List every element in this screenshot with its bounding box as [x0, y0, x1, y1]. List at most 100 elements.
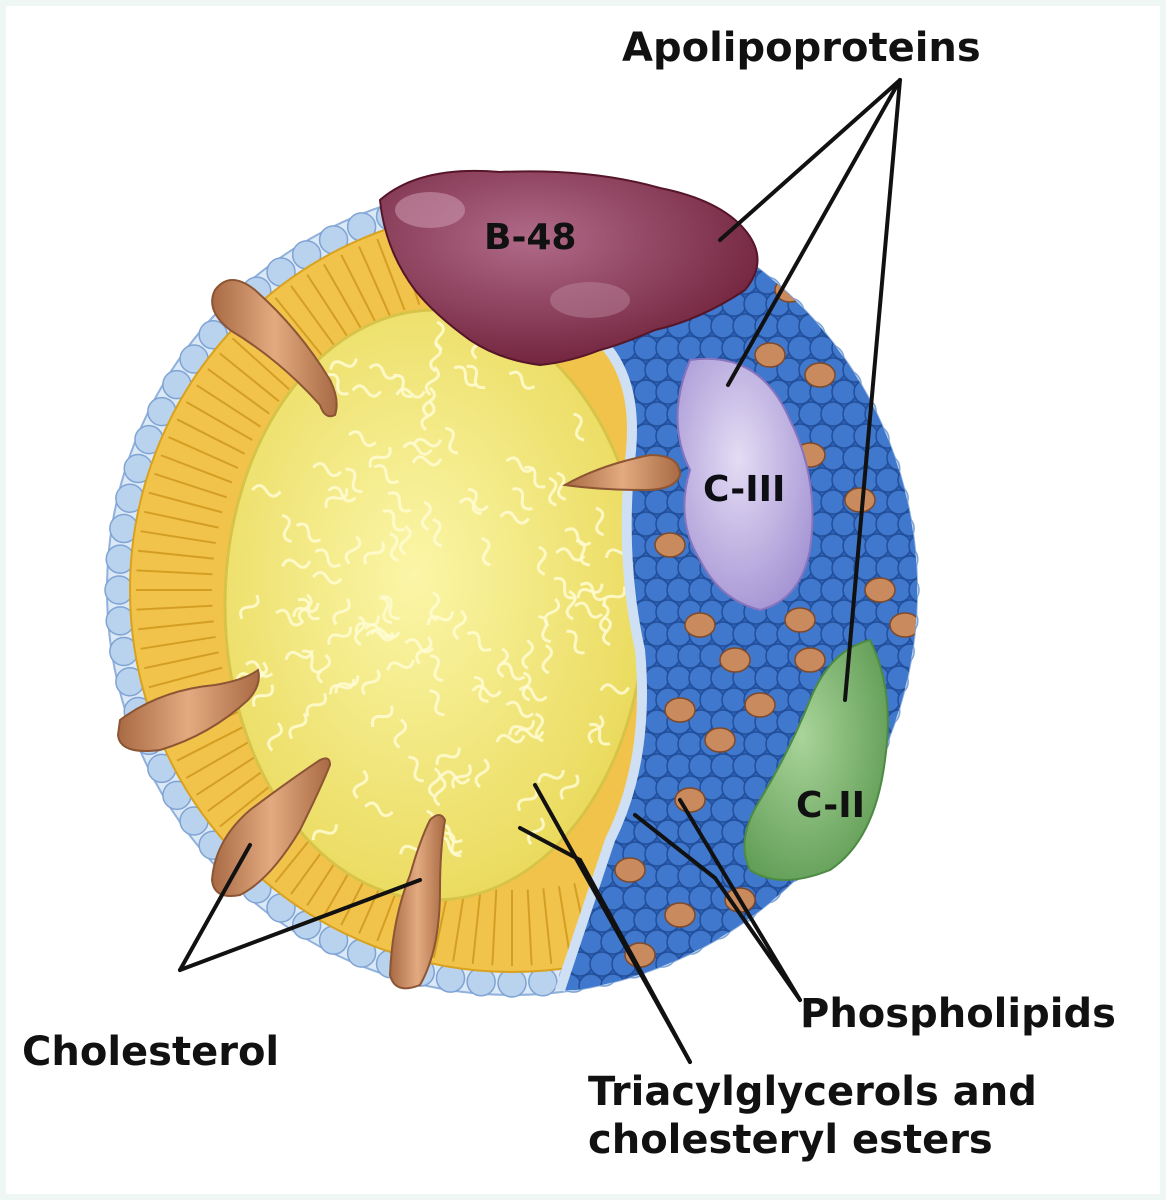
core-molecule	[444, 426, 459, 455]
core-molecule	[408, 755, 424, 783]
surface-head	[964, 864, 988, 888]
core-molecule	[389, 532, 400, 562]
surface-head	[765, 907, 791, 933]
surface-head	[732, 621, 758, 647]
core-molecule	[573, 412, 585, 442]
surface-head	[875, 379, 901, 405]
core-molecule	[536, 545, 547, 576]
surface-head	[721, 687, 747, 713]
surface-head	[931, 886, 955, 910]
surface-head	[931, 842, 955, 866]
surface-head	[920, 512, 944, 536]
surface-head	[986, 380, 1010, 404]
surface-head	[688, 973, 714, 990]
surface-head	[809, 555, 835, 581]
surface-head	[886, 269, 912, 295]
surface-head	[644, 621, 670, 647]
surface-head	[953, 446, 977, 470]
surface-head	[699, 907, 725, 933]
core-molecule	[541, 644, 553, 675]
surface-head	[842, 885, 868, 911]
core-molecule	[239, 594, 260, 620]
fatty-acid-tail	[168, 436, 239, 469]
surface-head	[644, 665, 670, 691]
surface-head	[677, 555, 703, 581]
surface-head	[953, 842, 977, 866]
core-molecule	[312, 462, 342, 478]
fatty-acid-tail	[176, 418, 246, 455]
core-molecule	[379, 596, 393, 625]
apo-b48-protein	[378, 169, 759, 367]
surface-head	[908, 269, 917, 295]
surface-head	[853, 951, 879, 977]
surface-head	[853, 291, 879, 317]
surface-head	[644, 885, 670, 911]
surface-head	[964, 732, 988, 756]
surface-head	[964, 468, 988, 492]
surface-head	[920, 248, 944, 272]
fatty-acid-tail	[136, 569, 213, 576]
core-molecule	[365, 629, 396, 642]
core-molecule	[404, 637, 435, 654]
core-molecule	[371, 705, 394, 728]
surface-head	[655, 423, 681, 449]
fatty-acid-tail	[231, 337, 290, 391]
core-molecule	[327, 485, 357, 503]
surface-head	[953, 270, 977, 294]
core-molecule	[599, 683, 630, 695]
surface-head	[975, 314, 999, 338]
surface-head	[931, 534, 955, 558]
surface-head	[908, 709, 917, 735]
fatty-acid-tail	[274, 297, 324, 358]
surface-head	[677, 951, 703, 977]
surface-head	[975, 534, 999, 558]
surface-head	[633, 775, 659, 801]
surface-head	[975, 446, 999, 470]
surface-head	[688, 665, 714, 691]
surface-head	[743, 291, 769, 317]
surface-head	[931, 710, 955, 734]
surface-head	[688, 885, 714, 911]
surface-head	[864, 929, 890, 955]
surface-head	[942, 248, 966, 272]
surface-head	[633, 907, 659, 933]
surface-head	[809, 467, 835, 493]
surface-head	[908, 401, 917, 427]
core-molecule	[517, 787, 539, 812]
surface-head	[897, 335, 917, 361]
surface-head	[864, 885, 890, 911]
surface-head	[864, 533, 890, 559]
surface-head	[942, 380, 966, 404]
surface-head	[820, 621, 846, 647]
surface-head	[655, 335, 681, 361]
fatty-acid-tail	[491, 889, 498, 966]
surface-head	[920, 776, 944, 800]
surface-head	[831, 863, 857, 889]
core-molecule	[553, 576, 576, 600]
surface-head	[942, 864, 966, 888]
fatty-acid-tail	[542, 888, 553, 965]
surface-head	[644, 489, 670, 515]
core-molecule	[252, 684, 275, 707]
surface-head	[666, 973, 692, 990]
core-molecule	[302, 649, 322, 674]
core-molecule	[245, 660, 274, 678]
core-molecule	[424, 366, 440, 396]
fatty-acid-tail	[207, 765, 270, 812]
surface-head	[986, 556, 1010, 580]
surface-head	[842, 929, 868, 955]
core-molecule	[429, 689, 445, 717]
core-molecule	[440, 770, 471, 785]
surface-head	[644, 357, 670, 383]
surface-head	[920, 820, 944, 844]
surface-head	[953, 490, 977, 514]
core-molecule	[453, 365, 478, 387]
surface-head	[875, 335, 901, 361]
core-molecule	[537, 769, 565, 783]
leader-triacyl-2	[578, 858, 692, 1064]
fatty-acid-tail	[144, 510, 219, 529]
surface-cholesterol	[654, 532, 686, 558]
surface-head	[920, 380, 944, 404]
surface-head	[986, 952, 1010, 976]
surface-head	[897, 423, 917, 449]
